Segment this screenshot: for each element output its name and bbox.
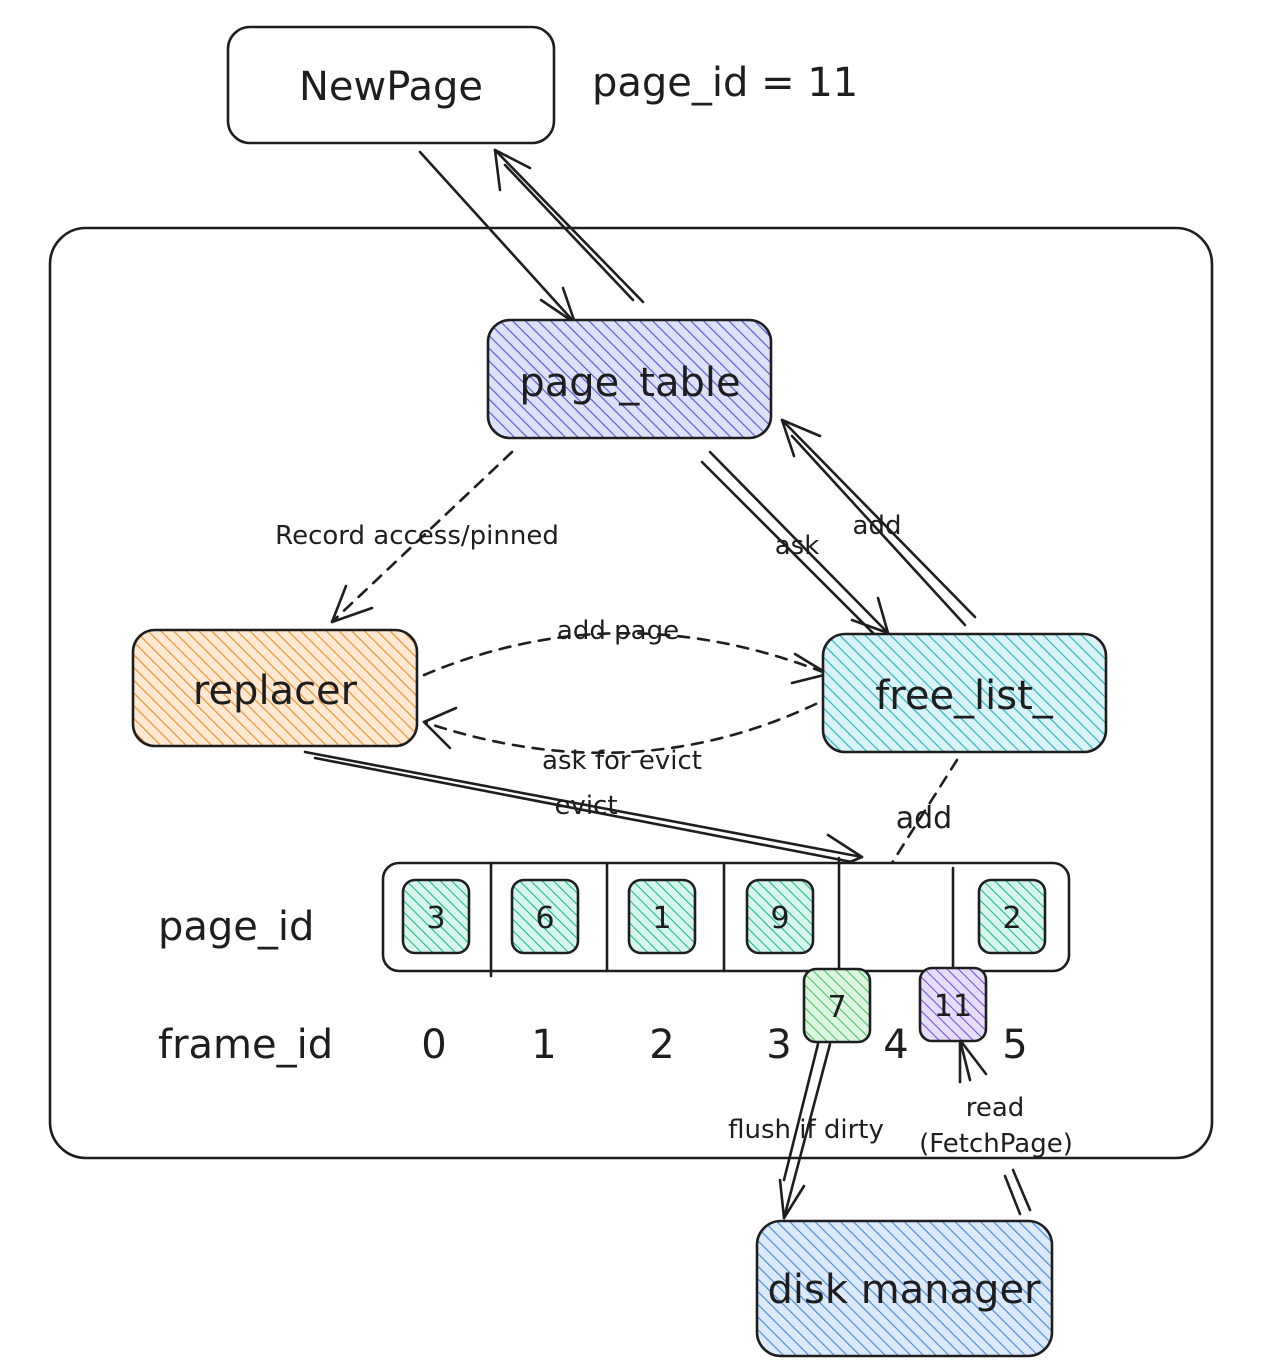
frame-3-page-id: 9: [770, 901, 789, 936]
frame-5-page-id: 2: [1002, 901, 1021, 936]
frame-dividers: [489, 856, 955, 978]
node-page-table-label: page_table: [519, 360, 740, 406]
label-evict: evict: [554, 791, 617, 821]
new-page-box: 11: [918, 966, 988, 1043]
edge-read: [958, 1038, 1032, 1216]
edge-record-access: [330, 450, 514, 624]
frame-id-4: 4: [883, 1022, 908, 1068]
node-replacer: replacer: [131, 628, 419, 748]
frame-id-2: 2: [649, 1022, 674, 1068]
frame-id-5: 5: [1002, 1022, 1027, 1068]
edge-add-frame: [888, 758, 959, 868]
label-add-frame: add: [896, 801, 952, 836]
edge-add-page-table: [780, 418, 977, 627]
node-disk-manager: disk manager: [755, 1219, 1054, 1358]
label-read-sub: (FetchPage): [919, 1129, 1073, 1159]
edge-flush: [778, 1042, 832, 1220]
label-flush: flush if dirty: [728, 1115, 884, 1145]
frame-id-1: 1: [531, 1022, 556, 1068]
label-record-access: Record access/pinned: [275, 521, 559, 551]
node-free-list-label: free_list_: [875, 673, 1054, 719]
evicted-page-box: 7: [802, 967, 872, 1044]
frame-cell-1: 6: [510, 878, 580, 955]
edge-ask: [700, 450, 890, 640]
node-page-table: page_table: [486, 318, 773, 440]
edge-page-table-to-newpage: [493, 148, 645, 304]
edge-ask-for-evict: [422, 693, 836, 755]
row-label-page-id: page_id: [158, 904, 314, 950]
frame-1-page-id: 6: [535, 901, 554, 936]
frame-cell-2: 1: [627, 878, 697, 955]
node-newpage-label: NewPage: [299, 64, 483, 110]
frame-cell-0: 3: [401, 878, 471, 955]
node-replacer-label: replacer: [193, 668, 358, 714]
evicted-page-label: 7: [827, 990, 846, 1025]
frame-2-page-id: 1: [652, 901, 671, 936]
page-id-note: page_id = 11: [592, 60, 858, 106]
label-read: read: [966, 1093, 1025, 1123]
buffer-pool-container: [48, 226, 1214, 1160]
label-add-page-table: add: [853, 511, 902, 541]
label-ask: ask: [775, 531, 820, 561]
label-add-page: add page: [557, 616, 679, 646]
node-free-list: free_list_: [821, 632, 1108, 754]
node-newpage: NewPage: [226, 25, 556, 145]
row-label-frame-id: frame_id: [158, 1022, 333, 1068]
label-ask-for-evict: ask for evict: [542, 746, 702, 776]
frame-id-3: 3: [766, 1022, 791, 1068]
frame-array: [381, 861, 1071, 973]
new-page-label: 11: [934, 989, 972, 1024]
frame-0-page-id: 3: [426, 901, 445, 936]
node-disk-manager-label: disk manager: [767, 1267, 1041, 1313]
frame-id-0: 0: [421, 1022, 446, 1068]
frame-cell-3: 9: [745, 878, 815, 955]
frame-cell-5: 2: [977, 878, 1047, 955]
